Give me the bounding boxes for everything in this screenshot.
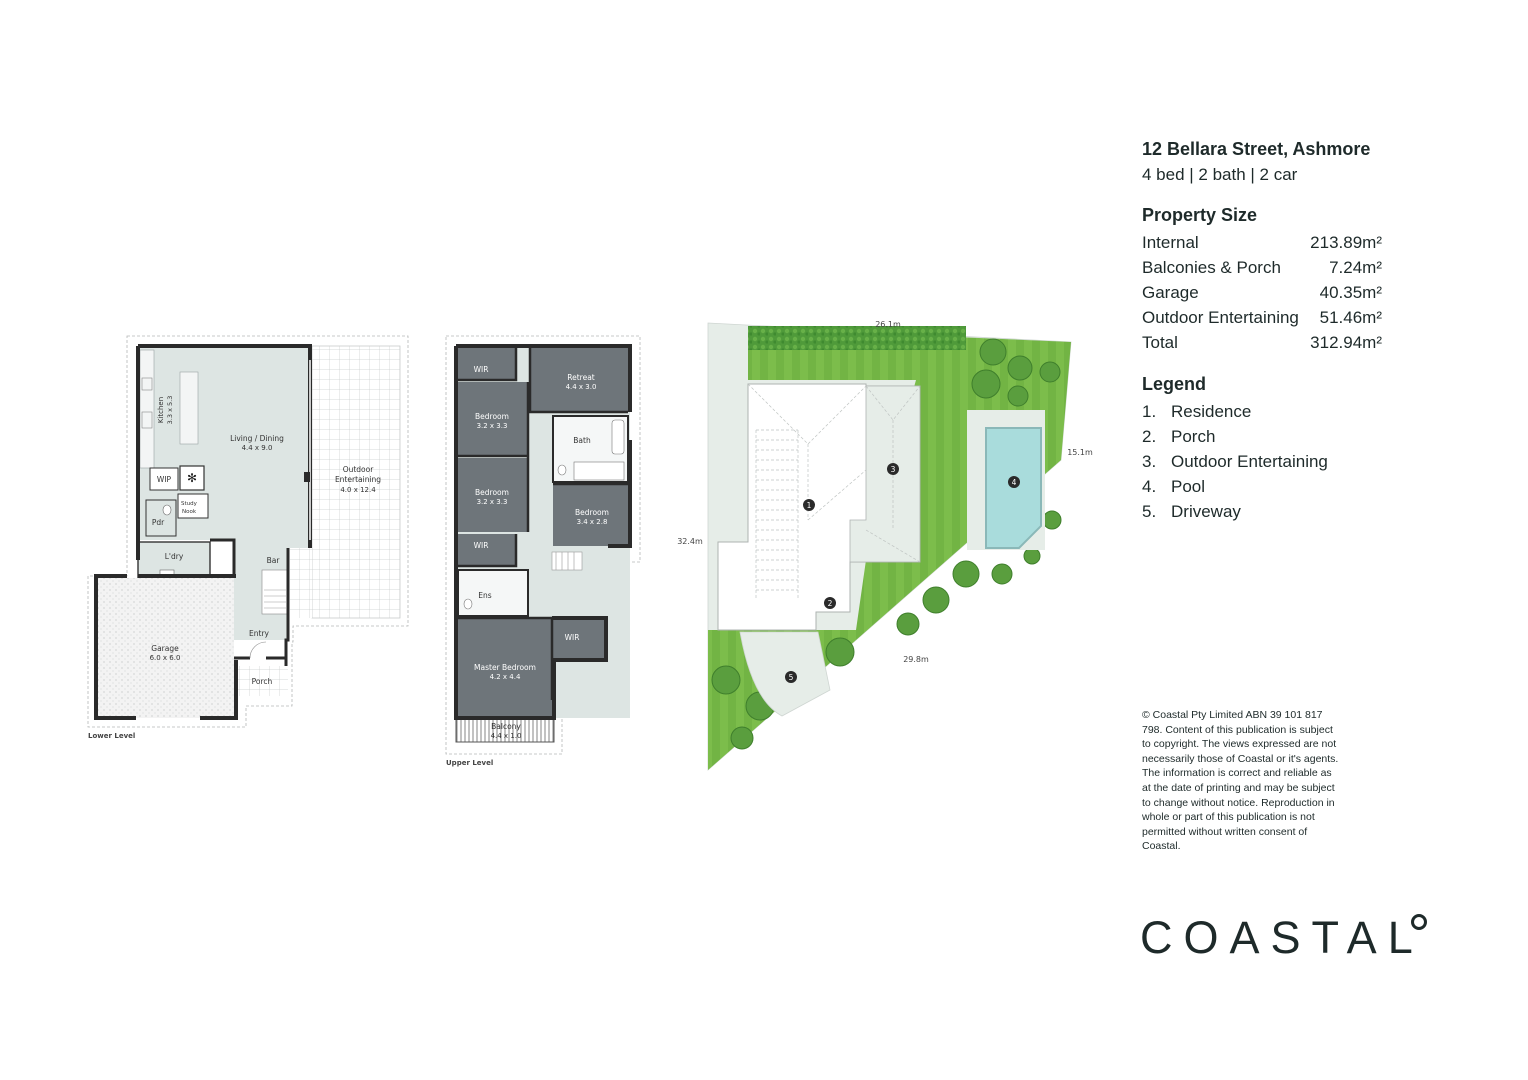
size-row: Internal 213.89m² <box>1142 230 1382 255</box>
size-label: Garage <box>1142 283 1199 302</box>
size-label: Balconies & Porch <box>1142 258 1281 277</box>
retreat-dim: 4.4 x 3.0 <box>566 383 597 391</box>
legend-heading: Legend <box>1142 374 1207 394</box>
legend-item: 4. Pool <box>1142 474 1402 499</box>
garage-dim: 6.0 x 6.0 <box>150 654 181 662</box>
legend-label: Porch <box>1171 427 1216 446</box>
laundry-label: L'dry <box>165 552 184 561</box>
balcony-dim: 4.4 x 1.0 <box>491 732 522 740</box>
dimension-bottom: 29.8m <box>903 655 929 664</box>
outdoor-label-2: Entertaining <box>335 475 381 484</box>
marker-4: 4 <box>1012 478 1017 487</box>
legend-label: Pool <box>1171 477 1206 496</box>
wip-label: WIP <box>157 475 172 484</box>
size-value: 213.89m² <box>1310 233 1382 252</box>
size-value: 51.46m² <box>1319 308 1382 327</box>
size-value: 40.35m² <box>1319 283 1382 302</box>
upper-level-caption: Upper Level <box>446 759 493 767</box>
legend-item: 2. Porch <box>1142 424 1402 449</box>
ensuite-label: Ens <box>478 591 491 600</box>
entry-label: Entry <box>249 629 270 638</box>
property-info-panel: 12 Bellara Street, Ashmore 4 bed | 2 bat… <box>1142 138 1402 524</box>
bar-label: Bar <box>267 556 281 565</box>
legend-item: 3. Outdoor Entertaining <box>1142 449 1402 474</box>
property-summary: 4 bed | 2 bath | 2 car <box>1142 165 1298 184</box>
retreat-label: Retreat <box>567 373 595 382</box>
kitchen-label: Kitchen <box>157 397 165 423</box>
marker-5: 5 <box>789 673 794 682</box>
wir-label-1: WIR <box>474 365 489 374</box>
bath-label: Bath <box>573 436 591 445</box>
copyright-notice: © Coastal Pty Limited ABN 39 101 817 798… <box>1142 709 1339 853</box>
legend-item: 1. Residence <box>1142 399 1402 424</box>
kitchen-dim: 3.3 x 5.3 <box>166 396 174 425</box>
marker-1: 1 <box>807 501 812 510</box>
bedroom-1-label: Bedroom <box>475 412 509 421</box>
dimension-right: 15.1m <box>1067 448 1093 457</box>
study-label: Study <box>181 501 198 507</box>
legend-label: Residence <box>1171 402 1252 421</box>
logo-degree-icon <box>1411 914 1427 930</box>
master-bedroom-label: Master Bedroom <box>474 663 536 672</box>
lower-level-caption: Lower Level <box>88 732 135 740</box>
size-row: Total 312.94m² <box>1142 330 1382 355</box>
outdoor-label: Outdoor <box>343 465 375 474</box>
legend-label: Outdoor Entertaining <box>1171 452 1328 471</box>
legend-number: 4. <box>1142 477 1157 496</box>
asterisk-icon: ✻ <box>187 471 197 485</box>
size-label: Total <box>1142 333 1178 352</box>
legend-item: 5. Driveway <box>1142 499 1402 524</box>
dimension-top: 26.1m <box>875 320 901 329</box>
property-size-heading: Property Size <box>1142 205 1258 225</box>
bedroom-2-label: Bedroom <box>475 488 509 497</box>
garage-label: Garage <box>151 644 179 653</box>
porch-label: Porch <box>252 677 273 686</box>
upper-level-plan: WIR Retreat 4.4 x 3.0 Bedroom 3.2 x 3.3 … <box>445 335 641 767</box>
size-row: Outdoor Entertaining 51.46m² <box>1142 305 1382 330</box>
balcony-label: Balcony <box>491 722 521 731</box>
wir-label-2: WIR <box>474 541 489 550</box>
bedroom-3-dim: 3.4 x 2.8 <box>577 518 608 526</box>
dimension-left: 32.4m <box>677 537 703 546</box>
legend-label: Driveway <box>1171 502 1241 521</box>
property-address: 12 Bellara Street, Ashmore <box>1142 139 1371 159</box>
size-label: Internal <box>1142 233 1199 252</box>
site-plan: 1 2 3 4 5 26.1m 32.4m 15.1m 29.8m <box>677 320 1093 771</box>
lower-level-plan: Kitchen 3.3 x 5.3 Living / Dining 4.4 x … <box>87 335 409 740</box>
coastal-logo: COASTAL <box>1140 912 1424 963</box>
legend-number: 3. <box>1142 452 1157 471</box>
legend-number: 1. <box>1142 402 1157 421</box>
legend-number: 2. <box>1142 427 1157 446</box>
bedroom-3-label: Bedroom <box>575 508 609 517</box>
wir-label-3: WIR <box>565 633 580 642</box>
marker-2: 2 <box>828 599 833 608</box>
size-value: 312.94m² <box>1310 333 1382 352</box>
size-value: 7.24m² <box>1329 258 1382 277</box>
outdoor-dim: 4.0 x 12.4 <box>340 486 376 494</box>
size-label: Outdoor Entertaining <box>1142 308 1299 327</box>
size-row: Balconies & Porch 7.24m² <box>1142 255 1382 280</box>
nook-label: Nook <box>182 509 197 515</box>
bedroom-2-dim: 3.2 x 3.3 <box>477 498 508 506</box>
size-row: Garage 40.35m² <box>1142 280 1382 305</box>
bedroom-1-dim: 3.2 x 3.3 <box>477 422 508 430</box>
legend-number: 5. <box>1142 502 1157 521</box>
marker-3: 3 <box>891 465 896 474</box>
master-bedroom-dim: 4.2 x 4.4 <box>490 673 521 681</box>
pdr-label: Pdr <box>152 518 165 527</box>
living-dim: 4.4 x 9.0 <box>242 444 273 452</box>
living-label: Living / Dining <box>230 434 284 443</box>
